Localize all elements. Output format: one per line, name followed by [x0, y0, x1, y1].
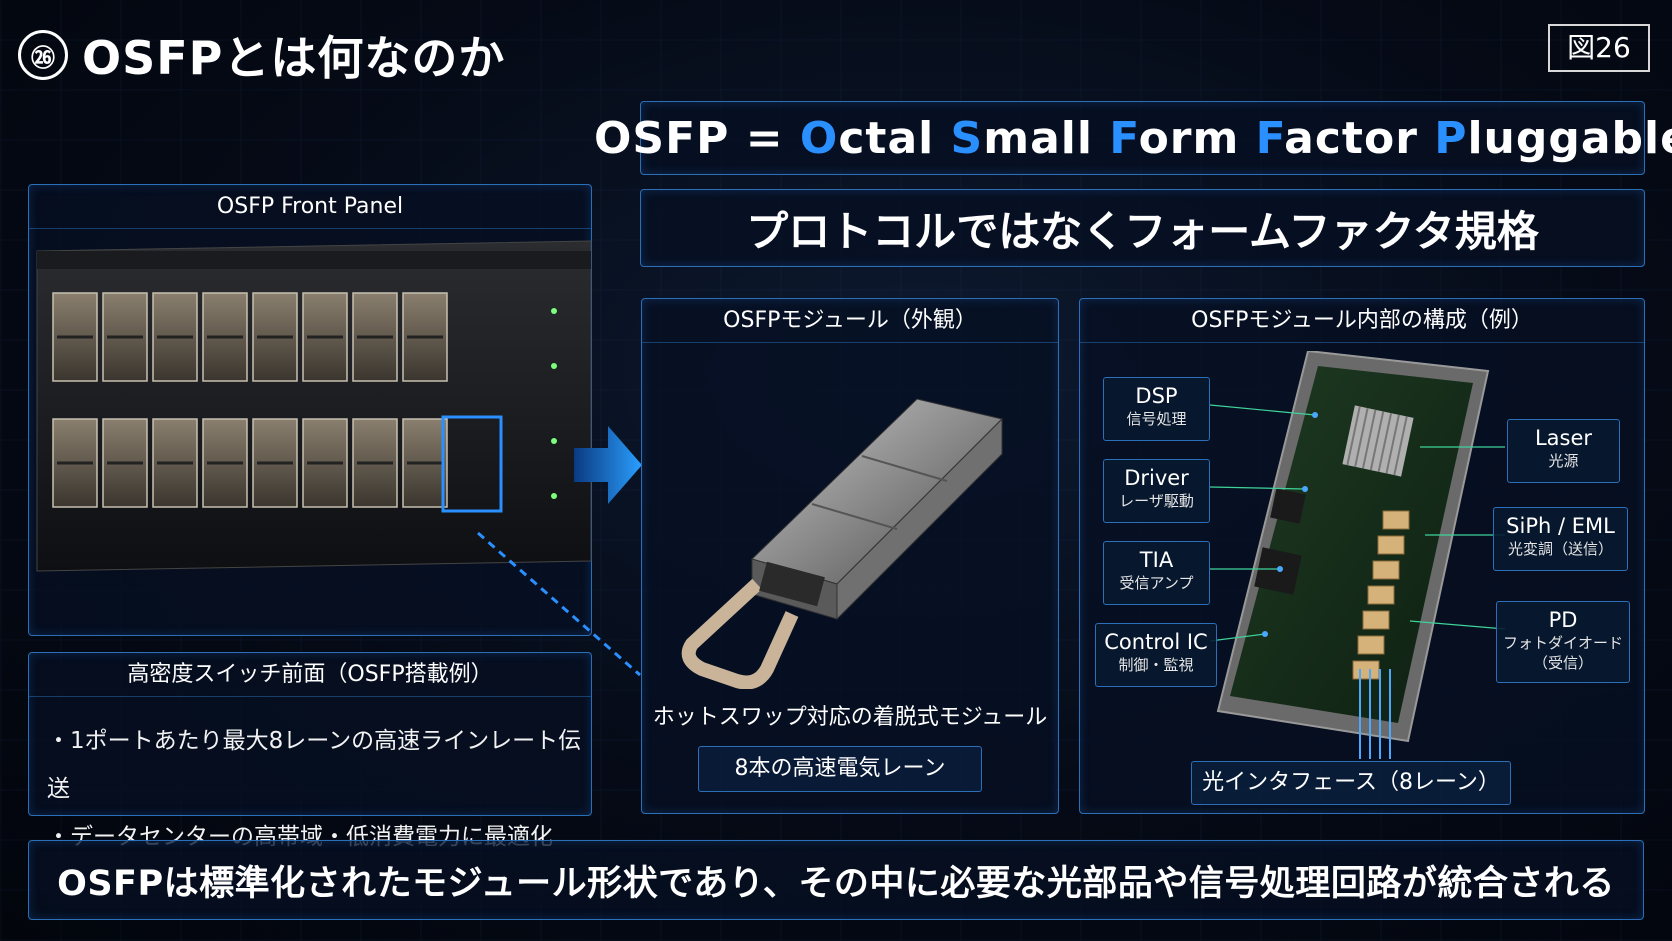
acronym-word-factor: Factor	[1256, 113, 1418, 164]
summary-banner: OSFPは標準化されたモジュール形状であり、その中に必要な光部品や信号処理回路が…	[28, 840, 1644, 920]
callout-pd: PD フォトダイオード （受信）	[1496, 601, 1630, 683]
section-number: ㉖	[31, 43, 55, 72]
acronym-initial: O	[799, 112, 839, 164]
acronym-initial: F	[1109, 112, 1139, 164]
electrical-lanes-label: 8本の高速電気レーン	[698, 746, 982, 792]
module-panel-title: OSFPモジュール（外観）	[642, 299, 1058, 343]
pcb-image	[1216, 349, 1490, 743]
highlighted-port	[441, 415, 503, 513]
acronym-rest: ctal	[838, 112, 935, 164]
switch-info-title: 高密度スイッチ前面（OSFP搭載例）	[29, 653, 591, 697]
callout-main: Driver	[1124, 466, 1189, 490]
right-arrow-icon	[574, 426, 642, 504]
acronym-initial: F	[1255, 112, 1285, 164]
acronym-rest: orm	[1138, 112, 1240, 164]
callout-siph-eml: SiPh / EML 光変調（送信）	[1493, 507, 1628, 571]
page-title: OSFPとは何なのか	[82, 31, 506, 85]
callout-laser: Laser 光源	[1507, 419, 1620, 483]
callout-main: SiPh / EML	[1506, 514, 1615, 538]
callout-sub: （受信）	[1532, 654, 1593, 672]
acronym-initial: S	[950, 112, 984, 164]
status-leds	[551, 308, 557, 499]
acronym-rest: luggable	[1467, 112, 1672, 164]
acronym-initial: P	[1434, 112, 1468, 164]
port-row-top	[52, 292, 448, 382]
front-panel-card: OSFP Front Panel	[28, 184, 592, 636]
callout-driver: Driver レーザ駆動	[1103, 459, 1210, 523]
callout-sub: 信号処理	[1126, 410, 1187, 428]
acronym-rest: actor	[1284, 112, 1418, 164]
subtitle-banner: プロトコルではなくフォームファクタ規格	[640, 189, 1645, 267]
module-illustration	[662, 359, 1022, 690]
callout-main: Control IC	[1104, 630, 1208, 654]
osfp-module-image	[681, 398, 1003, 690]
section-number-badge: ㉖	[18, 30, 68, 80]
acronym-banner: OSFP = Octal Small Form Factor Pluggable	[594, 101, 1672, 175]
subtitle-text: プロトコルではなくフォームファクタ規格	[746, 206, 1539, 256]
callout-sub: 制御・監視	[1118, 656, 1194, 674]
optical-interface-label: 光インタフェース（8レーン）	[1191, 761, 1511, 805]
front-panel-title: OSFP Front Panel	[29, 185, 591, 229]
connector-dashed-line	[477, 531, 641, 677]
module-card: OSFPモジュール（外観） ホットスワップ対応の着脱式モジュール 8本の高速電気…	[641, 298, 1059, 814]
acronym-word-pluggable: Pluggable	[1434, 113, 1672, 164]
callout-sub: レーザ駆動	[1119, 492, 1194, 510]
page-header: ㉖ OSFPとは何なのか	[18, 20, 505, 90]
callout-main: PD	[1548, 608, 1578, 632]
acronym-word-small: Small	[951, 113, 1093, 164]
switch-image	[36, 240, 592, 572]
acronym-word-octal: Octal	[800, 113, 934, 164]
acronym-word-form: Form	[1109, 113, 1239, 164]
port-row-bottom	[52, 418, 448, 508]
callout-dsp: DSP 信号処理	[1103, 377, 1210, 441]
callout-control-ic: Control IC 制御・監視	[1095, 623, 1217, 687]
callout-main: Laser	[1534, 426, 1593, 450]
switch-illustration	[31, 231, 617, 572]
pcb-illustration	[1198, 349, 1498, 751]
bullet-item: 1ポートあたり最大8レーンの高速ラインレート伝送	[47, 717, 591, 813]
internal-card: OSFPモジュール内部の構成（例）	[1079, 298, 1645, 814]
figure-label: 図26	[1548, 24, 1650, 72]
module-caption: ホットスワップ対応の着脱式モジュール	[652, 705, 1048, 730]
callout-sub: 光変調（送信）	[1507, 540, 1613, 558]
callout-sub: フォトダイオード	[1502, 634, 1623, 652]
acronym-prefix: OSFP =	[594, 112, 800, 164]
callout-sub: 受信アンプ	[1119, 574, 1194, 592]
summary-text: OSFPは標準化されたモジュール形状であり、その中に必要な光部品や信号処理回路が…	[57, 863, 1615, 904]
internal-panel-title: OSFPモジュール内部の構成（例）	[1080, 299, 1644, 343]
acronym-rest: mall	[983, 112, 1093, 164]
callout-main: DSP	[1135, 384, 1178, 408]
callout-main: TIA	[1139, 548, 1174, 572]
callout-sub: 光源	[1548, 452, 1579, 470]
callout-tia: TIA 受信アンプ	[1103, 541, 1210, 605]
